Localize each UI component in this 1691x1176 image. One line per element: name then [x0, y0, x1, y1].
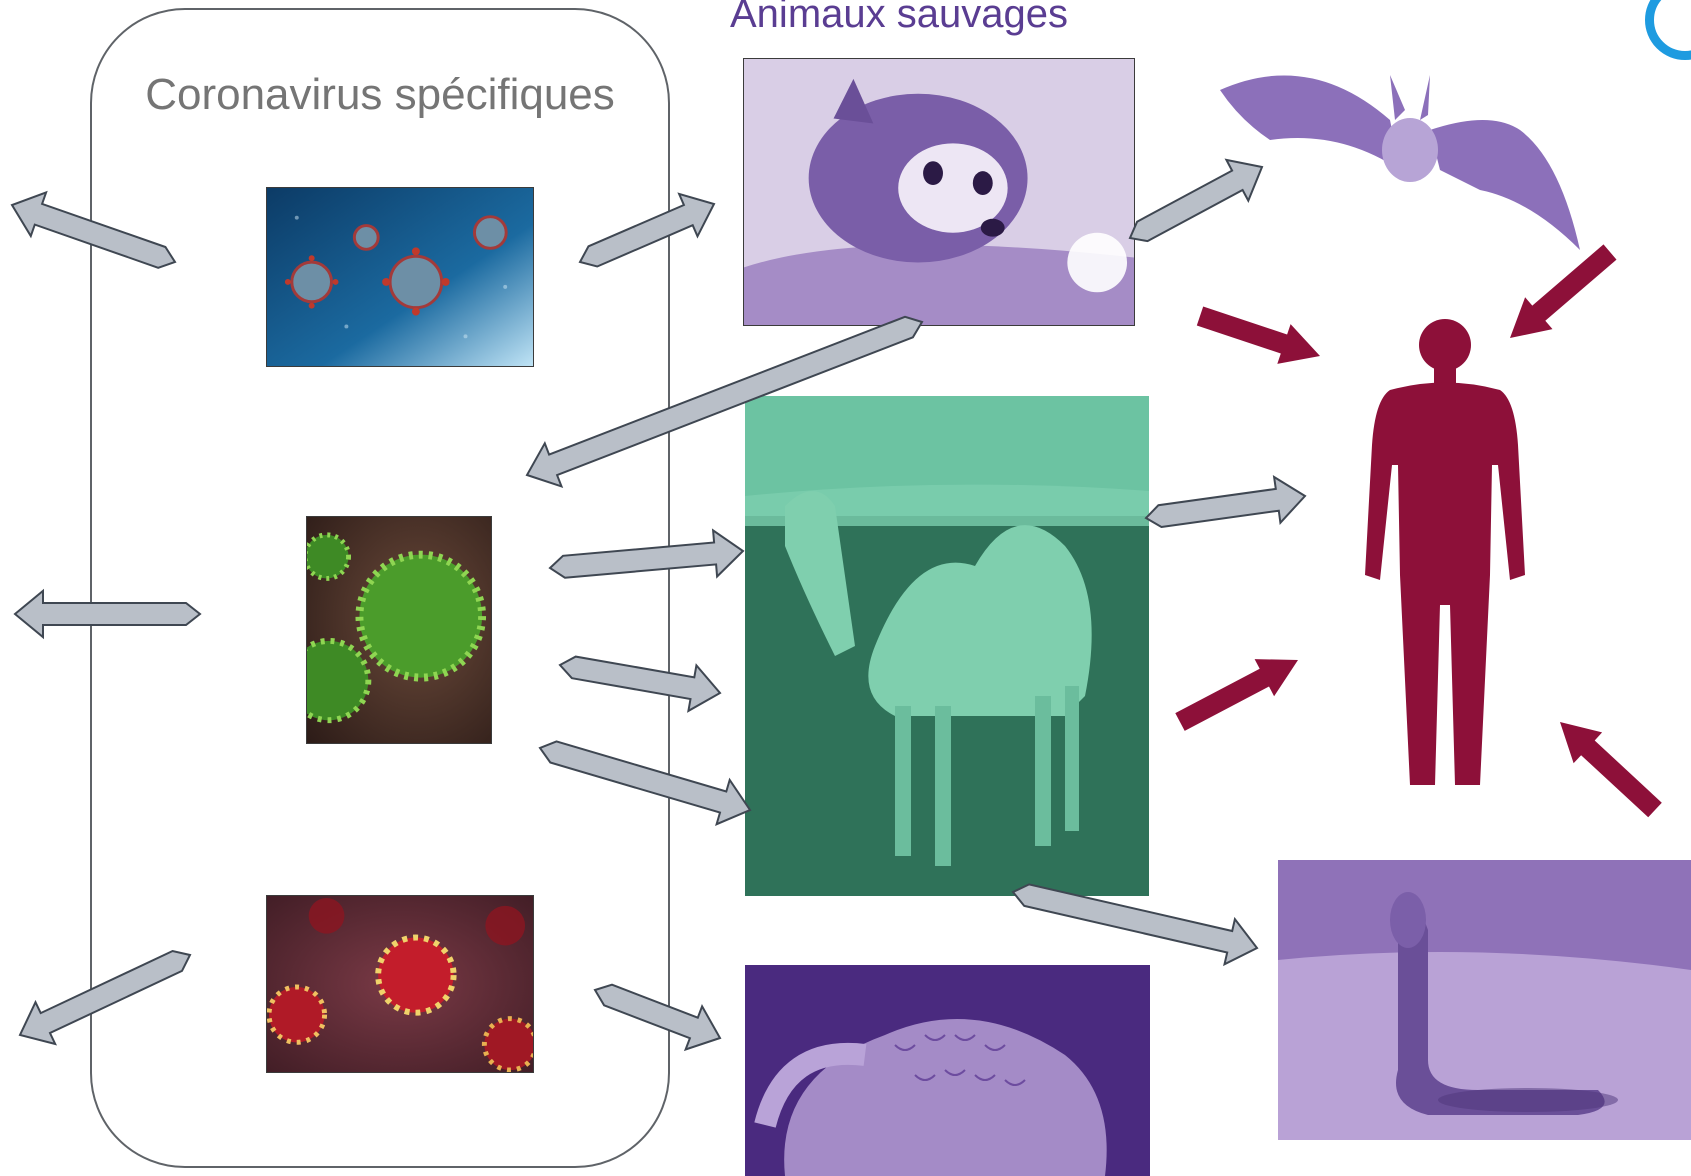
grey-arrow-10 — [1146, 477, 1305, 527]
grey-arrow-3 — [1130, 160, 1262, 241]
red-arrow-2 — [1510, 244, 1617, 338]
grey-arrow-2 — [580, 194, 714, 267]
grey-arrow-7 — [540, 741, 750, 824]
grey-arrow-12 — [595, 985, 720, 1050]
red-arrow-3 — [1175, 659, 1298, 731]
grey-arrow-8 — [1013, 884, 1257, 964]
grey-arrow-11 — [20, 951, 190, 1044]
red-arrow-1 — [1197, 307, 1320, 364]
grey-arrow-9 — [15, 591, 200, 637]
red-arrow-4 — [1560, 722, 1662, 817]
grey-arrow-5 — [550, 530, 743, 577]
grey-arrow-6 — [560, 657, 720, 711]
grey-arrow-1 — [12, 192, 175, 267]
grey-arrow-4 — [527, 317, 922, 487]
